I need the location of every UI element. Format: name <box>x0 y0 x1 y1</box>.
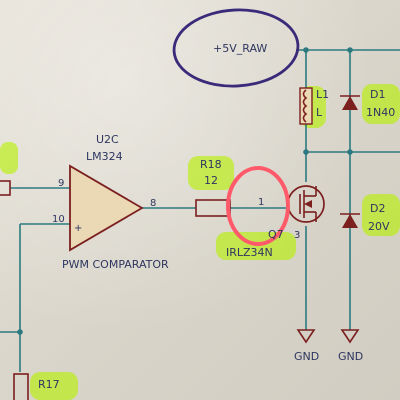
d2-symbol <box>340 213 360 228</box>
opamp-plus-sign: + <box>74 223 82 234</box>
net-label-5v-raw: +5V_RAW <box>213 42 267 55</box>
l1-ref: L1 <box>316 88 329 101</box>
components: + <box>0 47 360 400</box>
ground-symbol-2 <box>340 329 360 344</box>
opamp-symbol <box>69 164 144 252</box>
purple-pen-circle <box>172 8 300 88</box>
d2-ref: D2 <box>370 202 385 215</box>
highlight-d1 <box>362 84 400 124</box>
ground-label-2: GND <box>338 350 363 363</box>
ground-label-1: GND <box>294 350 319 363</box>
highlight-left-edge <box>0 142 18 174</box>
opamp-ref: U2C <box>96 133 119 146</box>
r18-symbol <box>195 199 231 217</box>
wires <box>0 49 400 372</box>
highlight-d2 <box>362 194 400 236</box>
opamp-pin9: 9 <box>58 178 64 189</box>
highlight-r17 <box>30 372 78 400</box>
red-pen-circle <box>226 166 290 246</box>
d1-ref: D1 <box>370 88 385 101</box>
q7-value: IRLZ34N <box>226 246 273 259</box>
q7-gate-pin: 1 <box>258 197 264 208</box>
r17-ref: R17 <box>38 378 60 391</box>
highlighter-marks <box>0 84 400 400</box>
l1-value: L <box>316 106 323 119</box>
d1-value: 1N40 <box>366 106 395 119</box>
highlight-r18 <box>188 156 234 190</box>
opamp-pin10: 10 <box>52 214 65 225</box>
d1-symbol <box>340 95 360 110</box>
opamp-pin8: 8 <box>150 198 156 209</box>
d2-value: 20V <box>368 220 390 233</box>
resistor-left-stub <box>0 180 11 196</box>
opamp-value: LM324 <box>86 150 123 163</box>
r18-ref: R18 <box>200 158 222 171</box>
q7-ref: Q7 <box>268 228 284 241</box>
r18-value: 12 <box>204 174 218 187</box>
opamp-caption: PWM COMPARATOR <box>62 258 169 271</box>
r17-symbol <box>13 373 29 400</box>
ground-symbol-1 <box>296 329 316 344</box>
q7-source-pin: 3 <box>294 230 300 241</box>
